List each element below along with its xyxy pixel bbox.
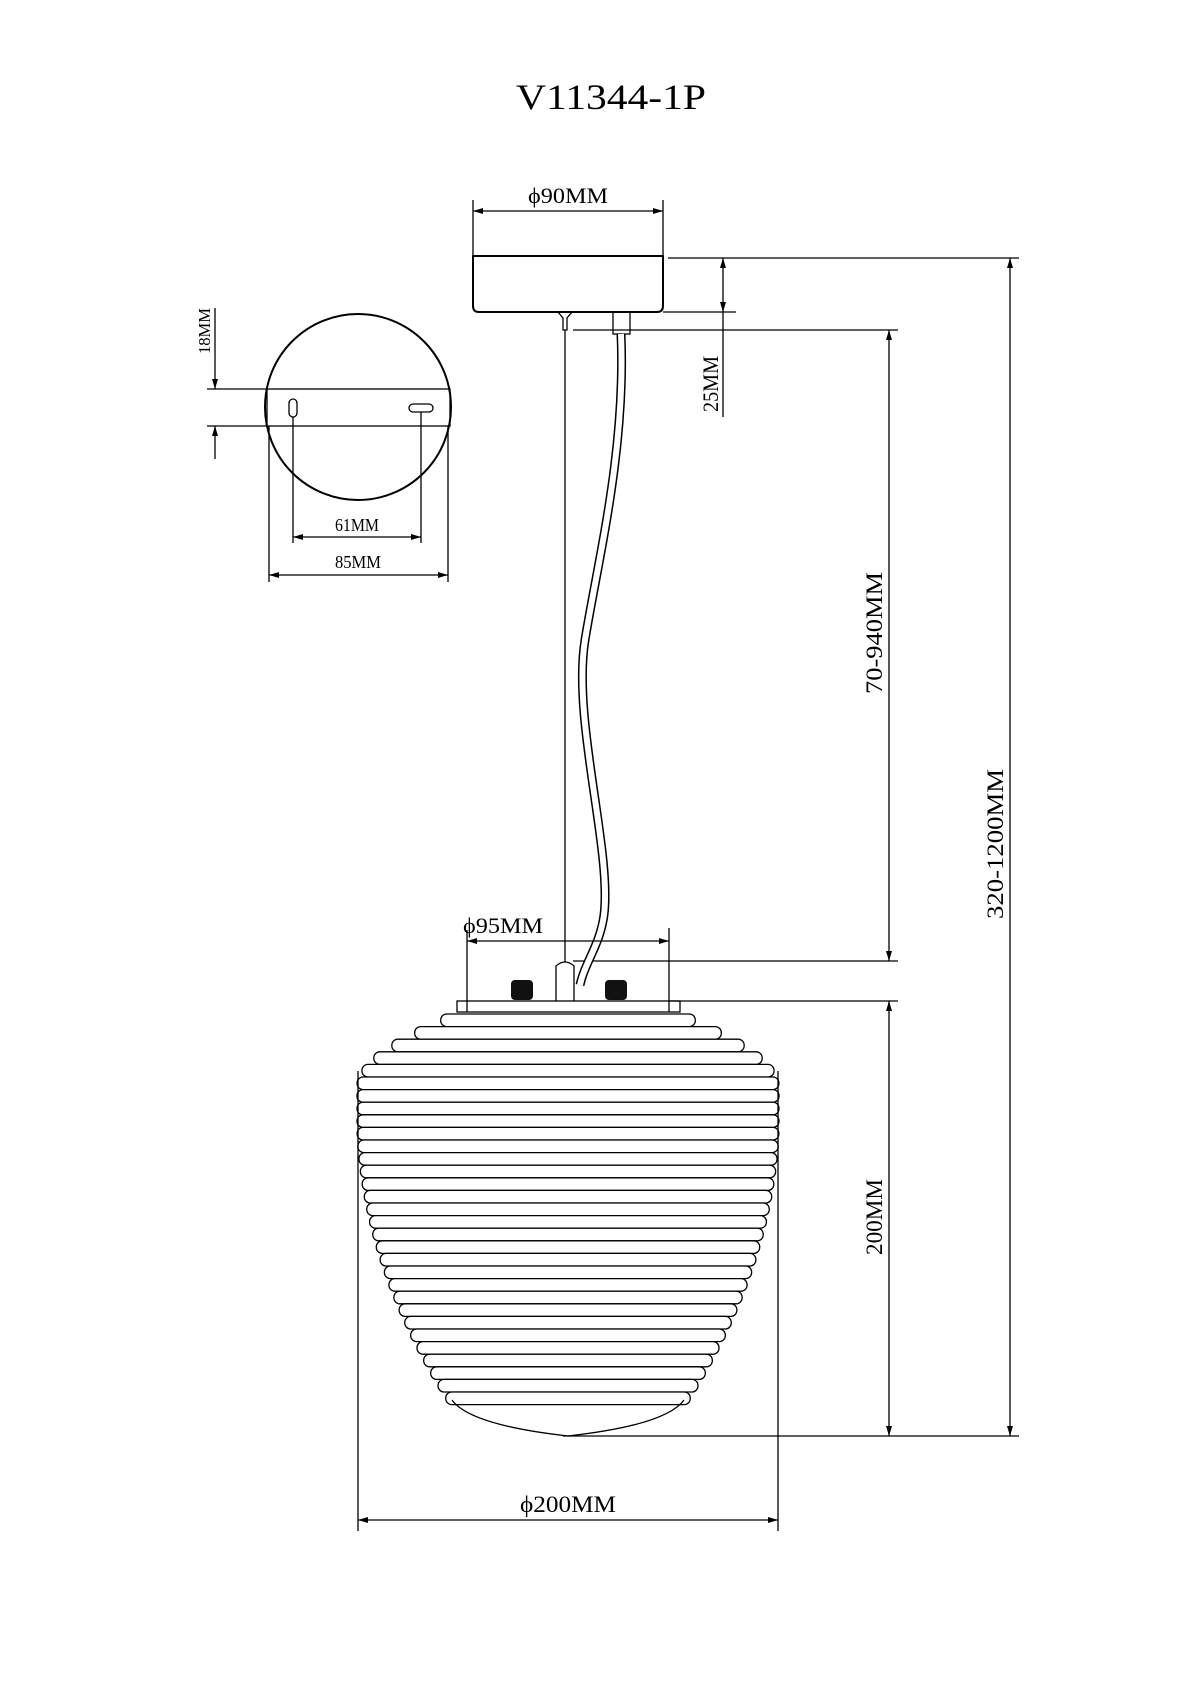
power-cable	[575, 333, 627, 987]
shade-height-dimension: 200MM	[862, 1001, 892, 1436]
shade-rib	[356, 1088, 780, 1103]
canopy-diameter-dimension: ϕ90MM	[472, 183, 664, 256]
shade-rib	[414, 1025, 722, 1040]
shade-rib	[430, 1366, 706, 1381]
shade-rib	[357, 1139, 779, 1154]
shade-rib	[379, 1252, 757, 1267]
mounting-slot-vertical	[288, 398, 298, 418]
plate-diameter-dimension: 85MM	[268, 426, 449, 582]
shade-rib	[361, 1177, 775, 1192]
canopy-height-label: 25MM	[698, 356, 723, 412]
mounting-plate-view	[264, 313, 452, 501]
drawing-title: V11344-1P	[516, 77, 706, 117]
shade-rib	[356, 1101, 780, 1116]
shade-rib	[388, 1277, 748, 1292]
socket-assembly	[456, 961, 681, 1013]
overall-height-label: 320-1200MM	[983, 769, 1008, 919]
cable-length-dimension: 70-940MM	[862, 330, 892, 961]
shade-diameter-label: ϕ200MM	[520, 1492, 616, 1517]
hole-spacing-label: 61MM	[335, 515, 379, 535]
socket-diameter-dimension: ϕ95MM	[463, 913, 670, 1012]
ribbed-glass-shade	[356, 1013, 780, 1406]
shade-rib	[368, 1214, 768, 1229]
shade-rib	[361, 1063, 775, 1078]
shade-rib	[445, 1391, 691, 1406]
bracket-width-label: 18MM	[195, 308, 214, 354]
cable-length-label: 70-940MM	[862, 572, 887, 694]
shade-rib	[373, 1051, 763, 1066]
shade-rib	[366, 1202, 770, 1217]
shade-rib	[356, 1076, 780, 1091]
shade-rib	[363, 1189, 773, 1204]
overall-height-dimension: 320-1200MM	[983, 258, 1013, 1436]
shade-bottom	[451, 1399, 685, 1437]
shade-rib	[358, 1151, 778, 1166]
shade-rib	[404, 1315, 732, 1330]
shade-height-label: 200MM	[862, 1179, 887, 1255]
shade-rib	[359, 1164, 777, 1179]
mounting-slot-horizontal	[408, 403, 434, 413]
shade-rib	[416, 1340, 720, 1355]
bracket-width-dimension: 18MM	[195, 308, 267, 459]
socket-diameter-label: ϕ95MM	[463, 913, 543, 938]
shade-rib	[356, 1126, 780, 1141]
shade-rib	[440, 1013, 696, 1028]
shade-rib	[356, 1114, 780, 1129]
shade-rib	[398, 1303, 738, 1318]
shade-rib	[423, 1353, 713, 1368]
canopy-diameter-label: ϕ90MM	[528, 183, 608, 208]
canopy-height-dimension: 25MM	[698, 258, 726, 417]
hole-spacing-dimension: 61MM	[292, 412, 422, 543]
canopy	[472, 255, 664, 335]
shade-rib	[410, 1328, 726, 1343]
shade-rib	[383, 1265, 753, 1280]
shade-rib	[375, 1240, 761, 1255]
shade-rib	[372, 1227, 764, 1242]
shade-diameter-dimension: ϕ200MM	[357, 1071, 779, 1531]
plate-diameter-label: 85MM	[335, 552, 381, 572]
shade-rib	[393, 1290, 743, 1305]
shade-rib	[437, 1378, 699, 1393]
shade-rib	[391, 1038, 745, 1053]
